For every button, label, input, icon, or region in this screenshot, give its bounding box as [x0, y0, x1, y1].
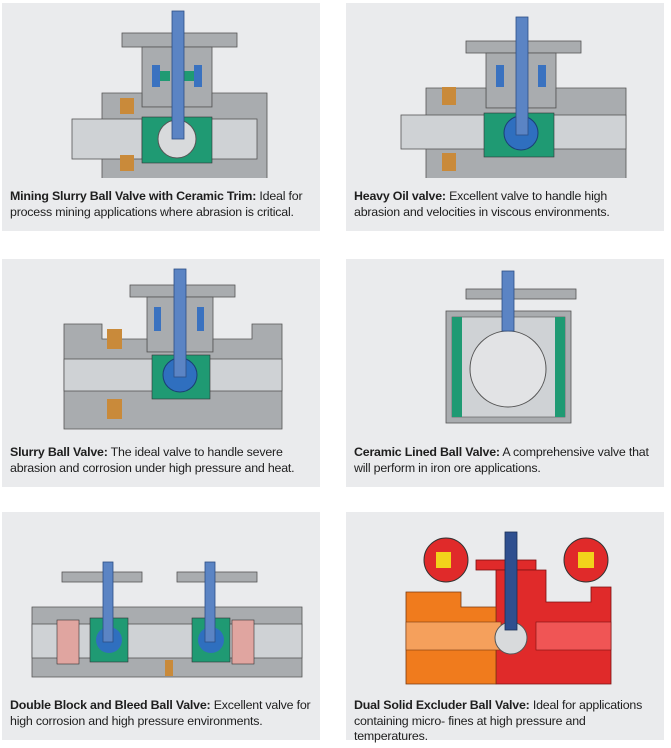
caption-double-block-bleed: Double Block and Bleed Ball Valve: Excel… — [10, 698, 312, 729]
caption-mining-slurry: Mining Slurry Ball Valve with Ceramic Tr… — [10, 189, 312, 220]
caption-description: Excellent valve for high corrosion and h… — [10, 698, 311, 728]
caption-slurry: Slurry Ball Valve: The ideal valve to ha… — [10, 445, 312, 476]
caption-title: Dual Solid Excluder Ball Valve: — [354, 698, 530, 712]
caption-heavy-oil: Heavy Oil valve: Excellent valve to hand… — [354, 189, 656, 220]
caption-title: Ceramic Lined Ball Valve: — [354, 445, 500, 459]
ceramic-lined-valve-illustration — [445, 270, 577, 424]
caption-title: Double Block and Bleed Ball Valve: — [10, 698, 211, 712]
valve-card-mining-slurry: Mining Slurry Ball Valve with Ceramic Tr… — [2, 3, 320, 231]
caption-ceramic-lined: Ceramic Lined Ball Valve: A comprehensiv… — [354, 445, 656, 476]
caption-description: The ideal valve to handle severe abrasio… — [10, 445, 295, 475]
caption-title: Heavy Oil valve: — [354, 189, 446, 203]
valve-card-heavy-oil: Heavy Oil valve: Excellent valve to hand… — [346, 3, 664, 231]
mining-slurry-valve-illustration — [71, 10, 268, 178]
valve-card-double-block-bleed: Double Block and Bleed Ball Valve: Excel… — [2, 512, 320, 740]
caption-dual-solid-excluder: Dual Solid Excluder Ball Valve: Ideal fo… — [354, 698, 656, 745]
valve-card-ceramic-lined: Ceramic Lined Ball Valve: A comprehensiv… — [346, 259, 664, 487]
valve-card-slurry: Slurry Ball Valve: The ideal valve to ha… — [2, 259, 320, 487]
caption-title: Mining Slurry Ball Valve with Ceramic Tr… — [10, 189, 257, 203]
caption-description: A comprehensive valve that will perform … — [354, 445, 649, 475]
valve-card-dual-solid-excluder: Dual Solid Excluder Ball Valve: Ideal fo… — [346, 512, 664, 743]
heavy-oil-valve-illustration — [400, 16, 627, 178]
caption-title: Slurry Ball Valve: — [10, 445, 108, 459]
caption-description: Ideal for applications containing micro-… — [354, 698, 643, 743]
double-block-bleed-valve-illustration — [31, 561, 303, 678]
slurry-valve-illustration — [63, 268, 283, 430]
dual-solid-excluder-valve-illustration — [405, 531, 612, 685]
caption-description: Ideal for process mining applications wh… — [10, 189, 303, 219]
caption-description: Excellent valve to handle high abrasion … — [354, 189, 610, 219]
